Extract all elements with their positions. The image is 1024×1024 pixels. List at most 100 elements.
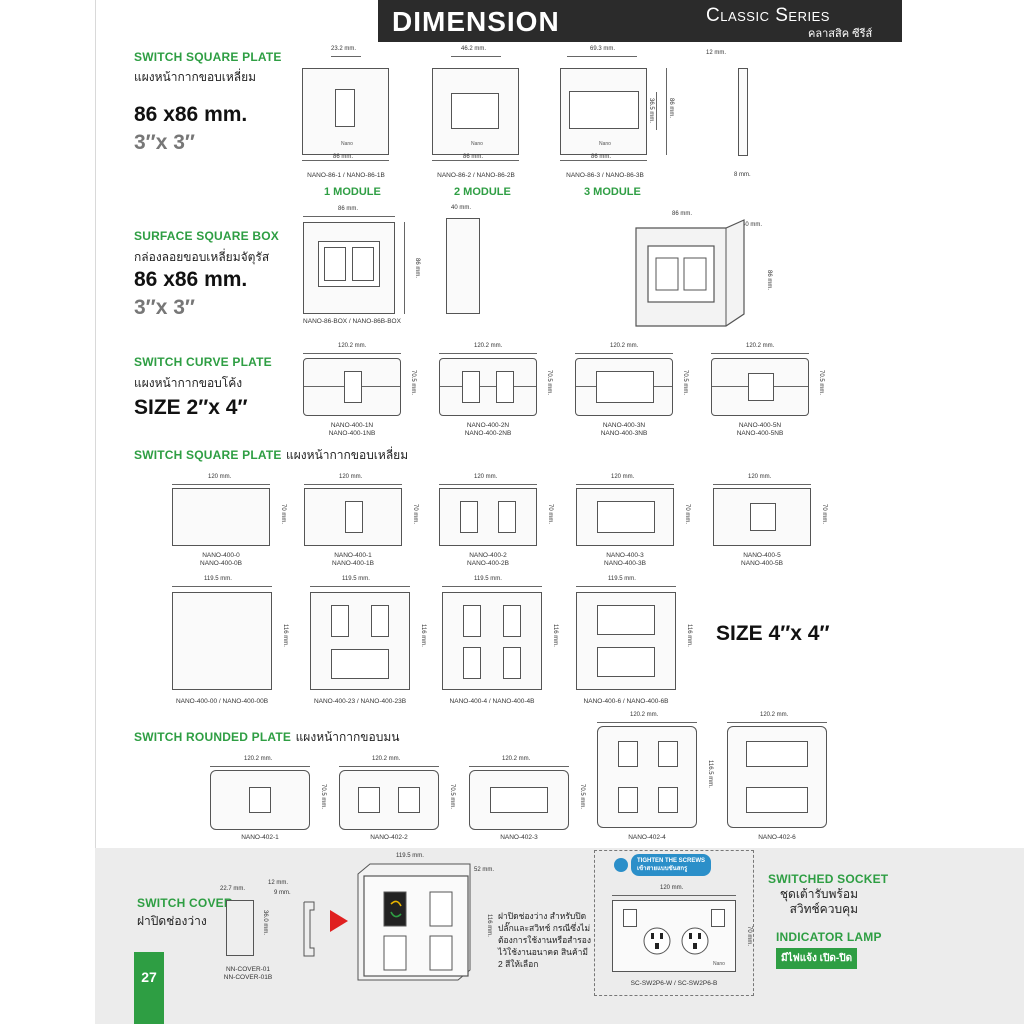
header-bar bbox=[378, 0, 902, 42]
product-code: NANO-402-2 bbox=[370, 834, 408, 841]
dim-top: 119.5 mm. bbox=[342, 576, 370, 582]
plate-drawing bbox=[303, 358, 401, 416]
plate-drawing bbox=[172, 592, 272, 690]
module-label: 3 MODULE bbox=[584, 186, 641, 198]
dim-side: 116.5 mm. bbox=[707, 760, 713, 788]
product-code: NANO-400-00 / NANO-400-00B bbox=[175, 698, 269, 705]
dim-side: 70.5 mm. bbox=[449, 784, 455, 810]
size-mm-surface-box: 86 x86 mm. bbox=[134, 268, 248, 291]
product-code: NANO-400-23 / NANO-400-23B bbox=[313, 698, 407, 705]
dim-top: 119.5 mm. bbox=[204, 576, 232, 582]
dim-bottom: 86 mm. bbox=[333, 154, 354, 160]
section-thai-switch-cover: ฝาปิดช่องว่าง bbox=[137, 914, 207, 928]
dim-height: 36.0 mm. bbox=[262, 910, 268, 936]
dim-top: 120 mm. bbox=[611, 474, 635, 480]
section-heading-rounded-plate: SWITCH ROUNDED PLATE แผงหน้ากากขอบมน bbox=[134, 728, 399, 747]
dim-top: 120.2 mm. bbox=[474, 343, 503, 349]
socket-frame bbox=[594, 850, 754, 996]
plate-drawing bbox=[727, 726, 827, 828]
dim-top: 119.5 mm. bbox=[396, 853, 424, 859]
dim-side-2: 9 mm. bbox=[274, 890, 291, 896]
plate-drawing bbox=[439, 358, 537, 416]
dim-top: 120 mm. bbox=[748, 474, 772, 480]
dim-top: 120.2 mm. bbox=[746, 343, 775, 349]
section-title: SWITCH ROUNDED PLATE bbox=[134, 730, 292, 744]
cover-front bbox=[226, 900, 254, 956]
dim-top: 120.2 mm. bbox=[630, 712, 659, 718]
socket-title: SWITCHED SOCKET bbox=[768, 872, 889, 886]
dim-side: 70.5 mm. bbox=[682, 370, 688, 396]
product-code: NANO-402-4 bbox=[628, 834, 666, 841]
dim-width: 22.7 mm. bbox=[220, 886, 246, 892]
dim-side: 70.5 mm. bbox=[818, 370, 824, 396]
dim-side: 116 mm. bbox=[686, 624, 692, 647]
plate-drawing bbox=[310, 592, 410, 690]
size-mm-square-plate: 86 x86 mm. bbox=[134, 103, 248, 126]
dim-top: 23.2 mm. bbox=[331, 46, 357, 52]
dim-side: 116 mm. bbox=[552, 624, 558, 647]
dim-depth: 52 mm. bbox=[474, 867, 495, 873]
arrow-right-icon bbox=[330, 910, 348, 932]
socket-dim-side: 70 mm. bbox=[746, 926, 752, 947]
dim-top: 46.2 mm. bbox=[461, 46, 487, 52]
dim-side: 116 mm. bbox=[282, 624, 288, 647]
demo-plate-drawing bbox=[357, 863, 471, 981]
plate-drawing bbox=[210, 770, 310, 830]
section-thai: แผงหน้ากากขอบมน bbox=[295, 730, 400, 744]
plate-drawing bbox=[439, 488, 537, 546]
side-drawing bbox=[738, 68, 748, 156]
plate-drawing bbox=[713, 488, 811, 546]
dim-side: 70 mm. bbox=[821, 504, 827, 525]
dim-top: 40 mm. bbox=[451, 205, 472, 211]
dim-top: 119.5 mm. bbox=[608, 576, 636, 582]
plate-drawing: Nano bbox=[560, 68, 647, 155]
dim-top: 120.2 mm. bbox=[610, 343, 639, 349]
dim-top: 86 mm. bbox=[672, 211, 693, 217]
badge-text-th: เข้าสายแบบขันสกรู bbox=[637, 866, 688, 872]
dim-top: 120.2 mm. bbox=[372, 756, 401, 762]
box-iso-drawing bbox=[635, 219, 745, 327]
dim-top: 69.3 mm. bbox=[590, 46, 616, 52]
dim-top: 86 mm. bbox=[338, 206, 359, 212]
cover-note: ฝาปิดช่องว่าง สำหรับปิด ปลั๊กและสวิทช์ ก… bbox=[498, 911, 591, 969]
plate-drawing bbox=[442, 592, 542, 690]
dim-side-bottom: 8 mm. bbox=[734, 172, 751, 178]
product-code: NANO-400-4 / NANO-400-4B bbox=[449, 698, 535, 705]
plate-drawing bbox=[711, 358, 809, 416]
series-name: Classic Series bbox=[706, 5, 830, 26]
plate-drawing: Nano bbox=[302, 68, 389, 155]
tighten-screws-badge: TIGHTEN THE SCREWS เข้าสายแบบขันสกรู bbox=[614, 854, 712, 876]
indicator-lamp-title: INDICATOR LAMP bbox=[776, 930, 882, 944]
dim-side-1: 36.5 mm. bbox=[648, 98, 654, 124]
dim-side: 70 mm. bbox=[547, 504, 553, 525]
page-title: DIMENSION bbox=[392, 6, 560, 37]
dim-side: 70.5 mm. bbox=[320, 784, 326, 810]
dim-side-2: 86 mm. bbox=[668, 98, 674, 119]
section-thai-curve-plate: แผงหน้ากากขอบโค้ง bbox=[134, 376, 243, 390]
dim-side: 116 mm. bbox=[486, 914, 492, 937]
dim-side: 86 mm. bbox=[414, 258, 420, 279]
dim-top: 120 mm. bbox=[339, 474, 363, 480]
product-code: NANO-86-3 / NANO-86-3B bbox=[566, 172, 644, 179]
dim-side: 70 mm. bbox=[684, 504, 690, 525]
module-label: 2 MODULE bbox=[454, 186, 511, 198]
dim-depth: 40 mm. bbox=[742, 222, 763, 228]
section-thai: แผงหน้ากากขอบเหลี่ยม bbox=[286, 448, 409, 462]
badge-text-en: TIGHTEN THE SCREWS bbox=[637, 858, 706, 864]
size-in-surface-box: 3″x 3″ bbox=[134, 296, 195, 319]
series-name-thai: คลาสสิค ซีรีส์ bbox=[808, 28, 873, 40]
dim-bottom: 86 mm. bbox=[591, 154, 612, 160]
plate-drawing bbox=[172, 488, 270, 546]
product-code: NANO-400-6 / NANO-400-6B bbox=[583, 698, 669, 705]
cover-side-profile bbox=[303, 901, 315, 957]
section-thai-square-plate: แผงหน้ากากขอบเหลี่ยม bbox=[134, 70, 257, 84]
section-title-square-plate: SWITCH SQUARE PLATE bbox=[134, 50, 282, 64]
plate-drawing: Nano bbox=[432, 68, 519, 155]
page-number: 27 bbox=[134, 952, 164, 1024]
dim-side: 70.5 mm. bbox=[410, 370, 416, 396]
plate-drawing bbox=[339, 770, 439, 830]
dim-side: 70.5 mm. bbox=[546, 370, 552, 396]
dim-top: 120.2 mm. bbox=[502, 756, 531, 762]
